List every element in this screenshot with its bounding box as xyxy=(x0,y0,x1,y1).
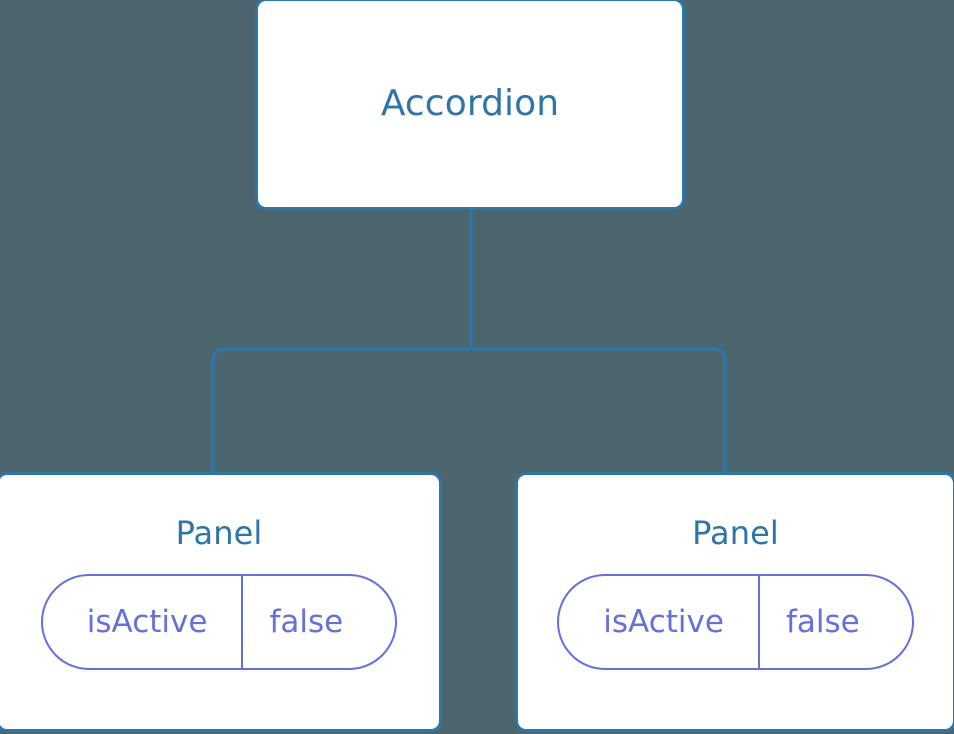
prop-pill-panel-1[interactable]: isActive false xyxy=(40,574,398,670)
node-panel-1[interactable]: Panel isActive false xyxy=(0,472,442,732)
prop-value-isactive-1: false xyxy=(269,603,344,640)
prop-key-isactive-2: isActive xyxy=(559,576,760,668)
prop-key-isactive-1: isActive xyxy=(43,576,244,668)
prop-pill-panel-2[interactable]: isActive false xyxy=(557,574,914,670)
node-accordion-label: Accordion xyxy=(380,83,560,124)
node-accordion[interactable]: Accordion xyxy=(255,0,685,210)
connector-bus-left xyxy=(211,347,471,474)
connector-bus-right xyxy=(471,347,727,474)
prop-value-isactive-2: false xyxy=(785,603,860,640)
node-panel-2[interactable]: Panel isActive false xyxy=(515,472,954,732)
node-panel-2-label: Panel xyxy=(692,514,779,552)
node-panel-1-label: Panel xyxy=(175,514,263,552)
